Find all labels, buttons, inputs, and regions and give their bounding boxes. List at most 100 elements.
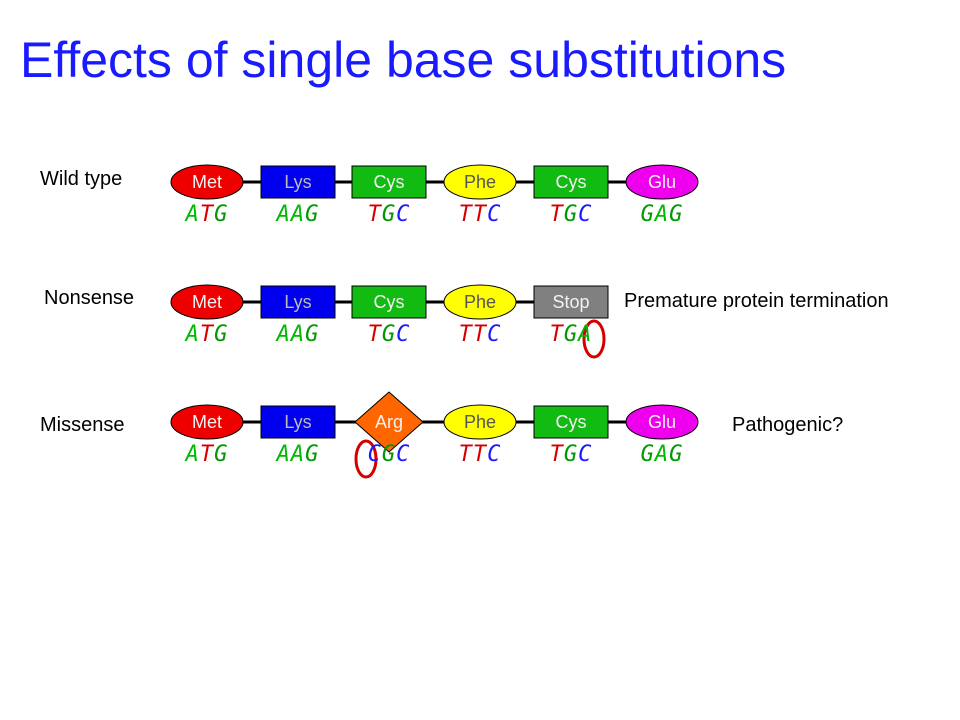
residue-lys-shape: [260, 405, 336, 439]
mutation-circle: [354, 439, 378, 479]
nucleotide-c: C: [396, 202, 411, 227]
codon-cgc: CGC: [344, 442, 434, 467]
nucleotide-g: G: [214, 442, 229, 467]
nucleotide-a: A: [654, 202, 670, 227]
codon-ttc: TTC: [435, 322, 525, 347]
codon-tgc: TGC: [526, 442, 616, 467]
nucleotide-a: A: [276, 202, 291, 227]
codon-aag: AAG: [253, 202, 343, 227]
nucleotide-t: T: [367, 322, 382, 347]
residue-phe-label: Phe: [464, 292, 496, 312]
residue-cys-shape: [533, 405, 609, 439]
nucleotide-t: T: [472, 442, 488, 467]
residue-lys-label: Lys: [284, 412, 311, 432]
nucleotide-g: G: [640, 202, 655, 227]
codon-atg: ATG: [162, 442, 252, 467]
residue-cys-shape: [533, 165, 609, 199]
residue-phe-label: Phe: [464, 172, 496, 192]
residue-glu-shape: [625, 404, 699, 440]
mutation-circle: [582, 319, 606, 359]
residue-lys-label: Lys: [284, 292, 311, 312]
nucleotide-g: G: [305, 202, 320, 227]
nucleotide-g: G: [669, 202, 684, 227]
nucleotide-t: T: [458, 322, 473, 347]
residue-cys-shape: [351, 285, 427, 319]
nucleotide-g: G: [563, 442, 579, 467]
nucleotide-a: A: [185, 322, 200, 347]
residue-glu-shape: [625, 164, 699, 200]
residue-cys-shape: [351, 165, 427, 199]
nucleotide-g: G: [640, 442, 655, 467]
residue-lys-shape: [260, 285, 336, 319]
residue-cys-label: Cys: [556, 412, 587, 432]
nucleotide-t: T: [199, 442, 215, 467]
residue-phe-shape: [443, 284, 517, 320]
residue-arg-label: Arg: [375, 412, 403, 432]
residue-phe-label: Phe: [464, 412, 496, 432]
codon-tgc: TGC: [344, 202, 434, 227]
residue-phe-shape: [443, 164, 517, 200]
nucleotide-g: G: [305, 442, 320, 467]
nucleotide-g: G: [381, 322, 397, 347]
nucleotide-g: G: [669, 442, 684, 467]
residue-cys-label: Cys: [374, 172, 405, 192]
residue-met-label: Met: [192, 172, 222, 192]
nucleotide-g: G: [214, 322, 229, 347]
nucleotide-a: A: [290, 442, 306, 467]
residue-stop-shape: [533, 285, 609, 319]
page-title: Effects of single base substitutions: [20, 32, 787, 88]
nucleotide-c: C: [487, 442, 502, 467]
nucleotide-c: C: [396, 322, 411, 347]
peptide-chain: Met Lys Cys Phe Stop: [170, 284, 609, 359]
residue-met-shape: [170, 404, 244, 440]
nucleotide-g: G: [305, 322, 320, 347]
residue-phe-shape: [443, 404, 517, 440]
nucleotide-g: G: [563, 202, 579, 227]
row-label-wild-type: Wild type: [40, 168, 123, 190]
nucleotide-t: T: [199, 202, 215, 227]
nucleotide-a: A: [276, 442, 291, 467]
nucleotide-t: T: [549, 202, 564, 227]
nucleotide-c: C: [578, 202, 593, 227]
codon-gag: GAG: [617, 442, 707, 467]
nucleotide-c: C: [578, 442, 593, 467]
residue-glu-label: Glu: [648, 412, 676, 432]
codon-atg: ATG: [162, 202, 252, 227]
nucleotide-c: C: [487, 322, 502, 347]
codon-tgc: TGC: [526, 202, 616, 227]
nucleotide-g: G: [563, 322, 579, 347]
residue-met-shape: [170, 284, 244, 320]
residue-lys-label: Lys: [284, 172, 311, 192]
nucleotide-a: A: [276, 322, 291, 347]
row-label-nonsense: Nonsense: [44, 287, 135, 309]
codon-gag: GAG: [617, 202, 707, 227]
residue-met-label: Met: [192, 292, 222, 312]
nucleotide-g: G: [381, 202, 397, 227]
residue-arg-shape: [354, 391, 424, 453]
nucleotide-a: A: [290, 202, 306, 227]
residue-lys-shape: [260, 165, 336, 199]
codon-tga: TGA: [526, 322, 616, 347]
nucleotide-a: A: [185, 202, 200, 227]
residue-stop-label: Stop: [552, 292, 589, 312]
codon-tgc: TGC: [344, 322, 434, 347]
nucleotide-a: A: [185, 442, 200, 467]
residue-cys-label: Cys: [556, 172, 587, 192]
nucleotide-t: T: [472, 322, 488, 347]
nucleotide-c: C: [396, 442, 411, 467]
nucleotide-t: T: [549, 442, 564, 467]
nucleotide-t: T: [458, 202, 473, 227]
row-label-missense: Missense: [40, 414, 125, 436]
residue-cys-label: Cys: [374, 292, 405, 312]
nucleotide-t: T: [367, 202, 382, 227]
residue-met-shape: [170, 164, 244, 200]
codon-ttc: TTC: [435, 202, 525, 227]
note-pathogenic: Pathogenic?: [732, 414, 844, 436]
codon-atg: ATG: [162, 322, 252, 347]
nucleotide-a: A: [290, 322, 306, 347]
residue-met-label: Met: [192, 412, 222, 432]
nucleotide-c: C: [487, 202, 502, 227]
